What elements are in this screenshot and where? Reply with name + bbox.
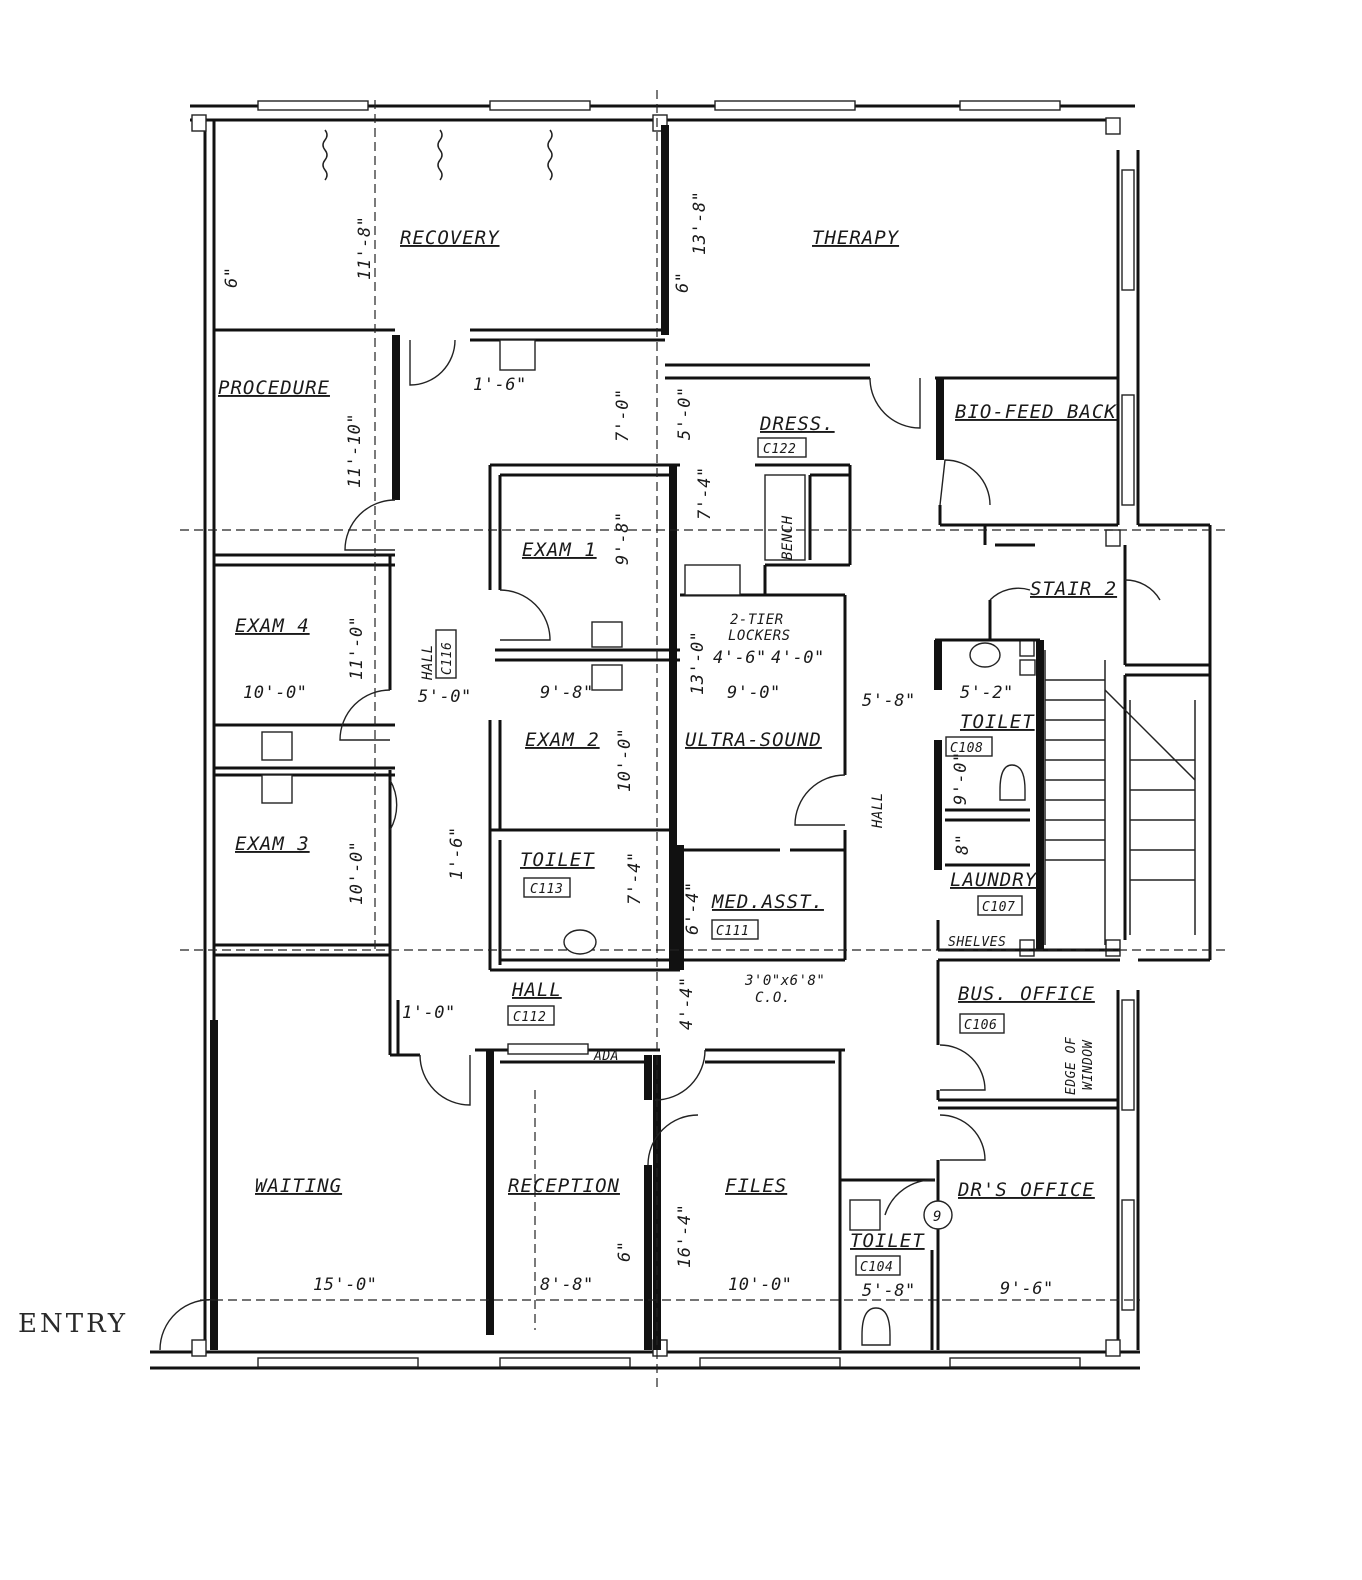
dim-4-0: 4'-0" <box>771 648 825 668</box>
dim-toilet104-w: 5'-8" <box>862 1281 916 1301</box>
dim-hall-w: 5'-0" <box>418 687 472 707</box>
label-lockers-1: 2-TIER <box>730 612 784 628</box>
dim-6-nw: 6" <box>222 267 242 288</box>
dim-7-4-b: 7'-4" <box>625 851 645 905</box>
tag-c112: C112 <box>513 1010 546 1025</box>
room-toilet-c108: TOILET <box>960 711 1035 733</box>
dim-exam1-h: 9'-8" <box>613 511 633 565</box>
label-lockers-2: LOCKERS <box>728 628 791 644</box>
tag-c104: C104 <box>860 1260 893 1275</box>
dim-1-0: 1'-0" <box>402 1003 456 1023</box>
room-dress: DRESS. <box>759 413 835 435</box>
dim-reception-w: 8'-8" <box>540 1275 594 1295</box>
dim-13-0: 13'-0" <box>688 631 708 695</box>
grid-lines <box>180 90 1230 1390</box>
fixtures <box>261 129 1196 1346</box>
dim-exam4-h: 11'-0" <box>347 616 367 680</box>
dim-exam2-h: 10'-0" <box>615 728 635 792</box>
dim-6-4: 6'-4" <box>683 881 703 935</box>
room-hall-c112: HALL <box>511 979 562 1001</box>
room-exam4: EXAM 4 <box>235 615 310 637</box>
dim-exam3-h: 10'-0" <box>347 841 367 905</box>
stair-treads <box>1044 650 1196 945</box>
dim-procedure-h: 11'-10" <box>345 413 365 488</box>
room-ultrasound: ULTRA-SOUND <box>685 729 822 751</box>
tag-c122: C122 <box>763 442 796 457</box>
dim-1-6-b: 1'-6" <box>447 826 467 880</box>
dim-files-h: 16'-4" <box>675 1204 695 1268</box>
dim-6-mid: 6" <box>673 272 693 293</box>
dim-1-6-a: 1'-6" <box>473 375 527 395</box>
dim-5-8-a: 5'-8" <box>862 691 916 711</box>
label-hall-east: HALL <box>870 792 886 829</box>
tag-c116: C116 <box>440 642 455 675</box>
dimension-labels: 6" 11'-8" 13'-8" 6" 1'-6" 7'-0" 5'-0" 11… <box>222 191 1054 1301</box>
room-biofeedback: BIO-FEED BACK <box>955 401 1117 423</box>
dim-waiting-w: 15'-0" <box>313 1275 377 1295</box>
dim-recovery-h: 11'-8" <box>355 216 375 280</box>
tag-c108: C108 <box>950 741 983 756</box>
dim-therapy-h: 13'-8" <box>690 191 710 255</box>
tag-c111: C111 <box>716 924 749 939</box>
room-waiting: WAITING <box>255 1175 342 1197</box>
tag-c107: C107 <box>982 900 1015 915</box>
dim-4-4: 4'-4" <box>677 976 697 1030</box>
room-stair: STAIR 2 <box>1030 578 1117 600</box>
dim-ultrasound-w: 9'-0" <box>727 683 781 703</box>
label-shelves: SHELVES <box>948 935 1006 950</box>
dim-6-rec: 6" <box>615 1241 635 1262</box>
doors <box>159 339 1161 1351</box>
entry-label: ENTRY <box>18 1309 128 1339</box>
label-edge-window-2: WINDOW <box>1081 1039 1096 1090</box>
label-edge-window-1: EDGE OF <box>1064 1036 1079 1095</box>
dim-8: 8" <box>953 834 973 855</box>
label-hall-c116: HALL <box>420 644 436 681</box>
dim-7-4-a: 7'-4" <box>695 466 715 520</box>
dim-toilet108-h: 9'-0" <box>951 751 971 805</box>
marker-9: 9 <box>933 1209 942 1225</box>
room-exam3: EXAM 3 <box>235 833 310 855</box>
dim-4-6: 4'-6" <box>713 648 767 668</box>
dim-5-0-dress: 5'-0" <box>675 386 695 440</box>
room-files: FILES <box>725 1175 787 1197</box>
room-exam2: EXAM 2 <box>525 729 600 751</box>
room-toilet-c113: TOILET <box>520 849 595 871</box>
tag-c113: C113 <box>530 882 563 897</box>
room-laundry: LAUNDRY <box>950 869 1038 891</box>
label-bench: BENCH <box>780 515 796 560</box>
dim-files-w: 10'-0" <box>728 1275 792 1295</box>
label-door-note-2: C.O. <box>755 990 791 1006</box>
dim-exam4-w: 10'-0" <box>243 683 307 703</box>
tag-c106: C106 <box>964 1018 997 1033</box>
dim-5-2: 5'-2" <box>960 683 1014 703</box>
exterior-walls <box>150 100 1212 1370</box>
dim-exam2-w: 9'-8" <box>540 683 594 703</box>
room-labels: RECOVERY THERAPY PROCEDURE BIO-FEED BACK… <box>218 227 1117 1276</box>
room-recovery: RECOVERY <box>400 227 500 249</box>
room-exam1: EXAM 1 <box>522 539 597 561</box>
room-toilet-c104: TOILET <box>850 1230 925 1252</box>
room-med-asst: MED.ASST. <box>711 891 824 913</box>
interior-walls <box>210 125 1120 1350</box>
dim-drs-w: 9'-6" <box>1000 1279 1054 1299</box>
room-reception: RECEPTION <box>508 1175 620 1197</box>
label-door-note-1: 3'0"x6'8" <box>744 973 825 989</box>
room-procedure: PROCEDURE <box>218 377 330 399</box>
label-ada: ADA <box>593 1049 619 1064</box>
room-drs-office: DR'S OFFICE <box>957 1179 1095 1201</box>
dim-7-0: 7'-0" <box>613 388 633 442</box>
room-therapy: THERAPY <box>812 227 900 249</box>
room-bus-office: BUS. OFFICE <box>958 983 1095 1005</box>
